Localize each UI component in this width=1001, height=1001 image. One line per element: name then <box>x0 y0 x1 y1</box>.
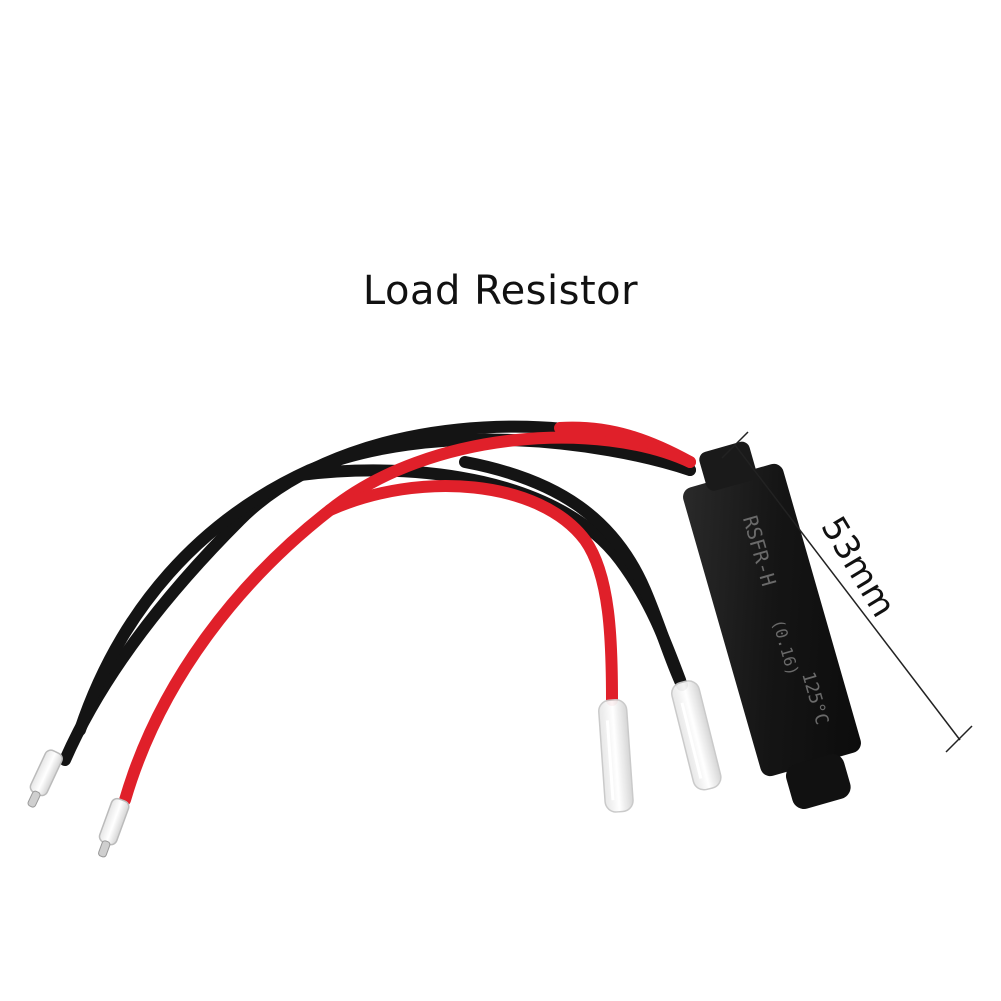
right-red-connector <box>598 699 634 813</box>
right-black-connector <box>671 680 722 791</box>
left-red-connector <box>98 797 130 858</box>
product-title: Load Resistor <box>362 268 639 314</box>
dimension-indicator <box>721 431 973 753</box>
red-wire-right <box>324 480 618 706</box>
black-wire-to-connector <box>459 456 688 691</box>
resistor-housing: RSFR-H (0.16) 125°C <box>683 441 861 810</box>
red-wire-top <box>554 421 696 468</box>
left-black-connector <box>27 749 63 808</box>
